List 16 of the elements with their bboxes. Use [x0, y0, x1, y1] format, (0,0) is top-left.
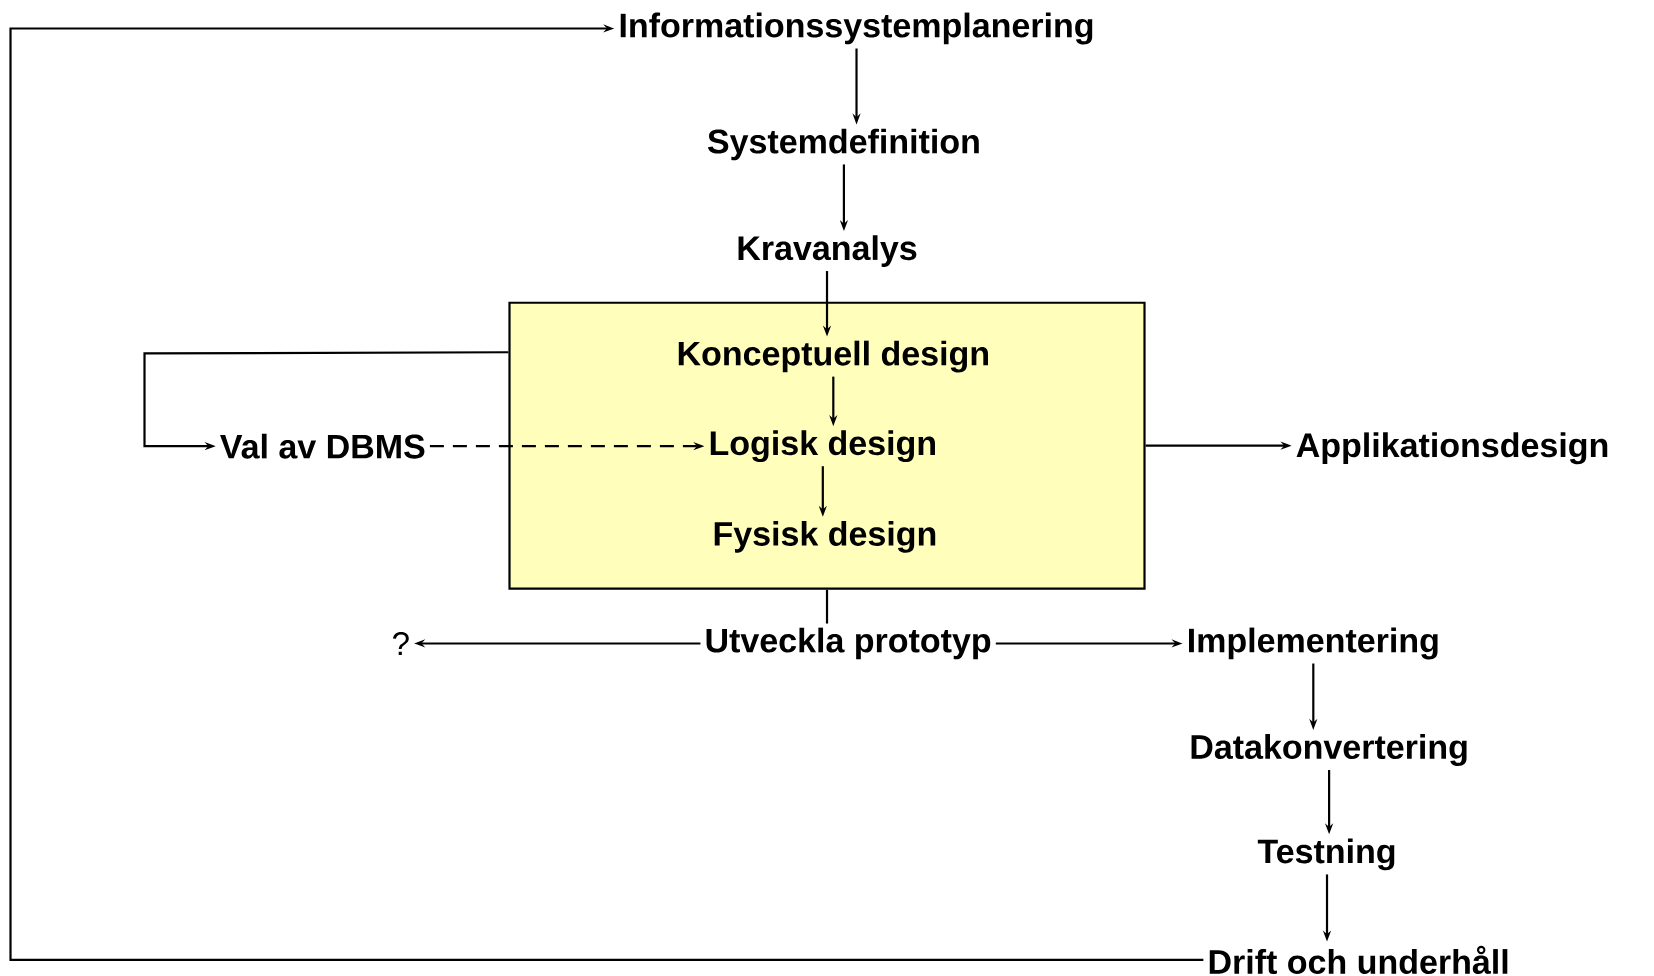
step-label: Kravanalys [738, 235, 917, 267]
step-label: Logisk design [710, 430, 935, 463]
step-label: Utveckla prototyp [706, 627, 991, 660]
step-label: Implementering [1189, 627, 1438, 660]
step-label: Systemdefinition [707, 128, 979, 161]
step-label: Drift och underhåll [1209, 945, 1508, 975]
step-label: Konceptuell design [678, 340, 988, 373]
step-label: Informationssystemplanering [620, 12, 1093, 45]
step-label: Datakonvertering [1191, 734, 1467, 766]
step-label: Fysisk design [714, 520, 936, 553]
group-box [508, 301, 1146, 590]
question-mark: ? [393, 632, 409, 655]
step-label: Testning [1257, 838, 1395, 871]
step-label: Val av DBMS [220, 433, 425, 459]
step-label: Applikationsdesign [1296, 432, 1608, 465]
arrow [9, 24, 1204, 961]
